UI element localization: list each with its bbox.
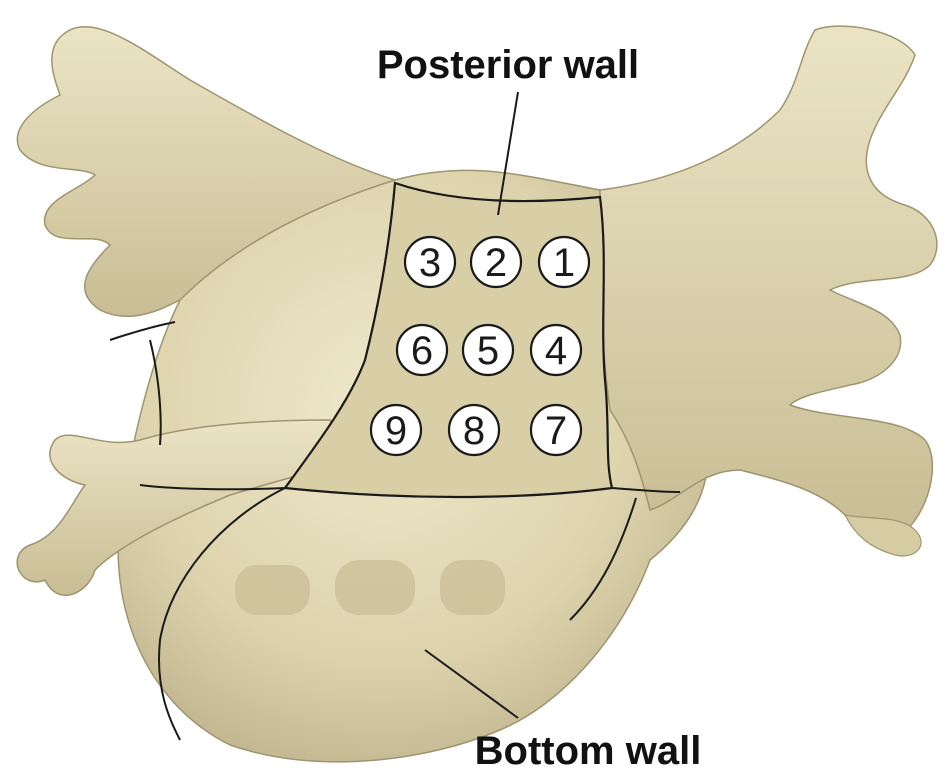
region-number: 7	[545, 409, 567, 453]
region-marker-4: 4	[531, 325, 581, 375]
region-number: 2	[485, 241, 507, 285]
region-marker-1: 1	[539, 237, 589, 287]
bottom-wall-label: Bottom wall	[475, 729, 702, 773]
region-number: 5	[477, 329, 499, 373]
region-number: 8	[463, 409, 485, 453]
region-marker-8: 8	[449, 405, 499, 455]
region-marker-3: 3	[405, 237, 455, 287]
region-number: 6	[411, 329, 433, 373]
region-marker-5: 5	[463, 325, 513, 375]
region-number: 4	[545, 329, 567, 373]
region-marker-9: 9	[371, 405, 421, 455]
posterior-wall-label: Posterior wall	[377, 43, 639, 87]
region-marker-6: 6	[397, 325, 447, 375]
right-veins	[600, 26, 937, 556]
region-marker-7: 7	[531, 405, 581, 455]
region-number: 1	[553, 241, 575, 285]
bottom-wall-shading	[235, 560, 505, 615]
region-number: 9	[385, 409, 407, 453]
region-number: 3	[419, 241, 441, 285]
region-marker-2: 2	[471, 237, 521, 287]
